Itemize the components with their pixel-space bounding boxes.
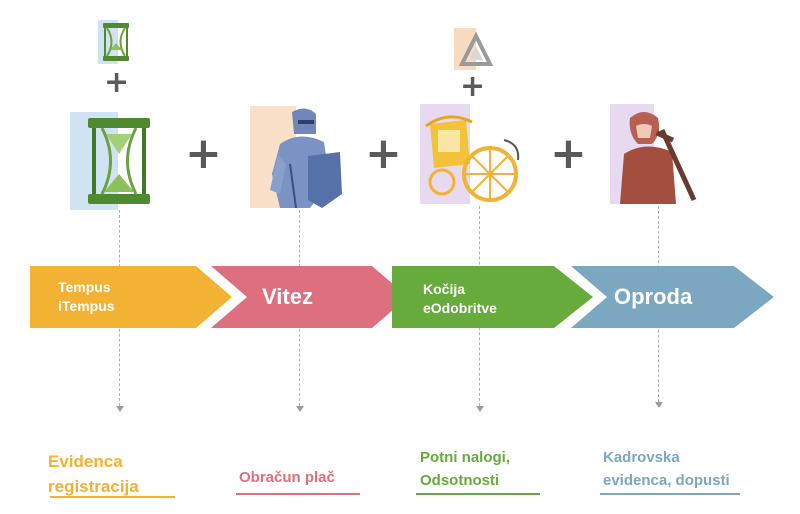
- chevron-oproda-label: Oproda: [614, 284, 693, 309]
- outcome-oproda: Kadrovska evidenca, dopusti: [603, 449, 730, 489]
- chevron-oproda: Oproda: [614, 266, 724, 328]
- connector-arrow-vitez: [296, 406, 304, 412]
- knight-icon: [250, 104, 352, 210]
- chevron-band: [30, 266, 774, 328]
- connector-arrow-oproda: [655, 402, 663, 408]
- chevron-oproda-shape: [571, 266, 774, 328]
- plus-sign-top-2: +: [460, 69, 486, 104]
- chevron-vitez: Vitez: [262, 266, 362, 328]
- connector-arrow-kocija: [476, 406, 484, 412]
- hourglass-small-icon: [98, 20, 134, 64]
- chevron-vitez-shape: [211, 266, 408, 328]
- chevron-kocija-shape: [392, 266, 593, 328]
- carriage-icon: [420, 104, 524, 204]
- chevron-tempus-shape: [30, 266, 232, 328]
- chevron-tempus-label: Tempus iTempus: [58, 279, 115, 314]
- outcome-vitez: Obračun plač: [239, 469, 335, 486]
- outcome-tempus: Evidenca registracija: [48, 452, 139, 496]
- outcome-vitez-underline: [236, 493, 360, 495]
- plus-sign-2: +: [365, 128, 402, 179]
- plus-sign-3: +: [550, 128, 587, 179]
- outcome-kocija-underline: [416, 493, 540, 495]
- chevron-vitez-label: Vitez: [262, 284, 313, 309]
- plus-sign-top-1: +: [104, 65, 130, 100]
- outcome-tempus-underline: [50, 496, 175, 498]
- outcome-oproda-underline: [600, 493, 740, 495]
- connector-arrow-tempus: [116, 406, 124, 412]
- chevron-tempus: Tempus iTempus: [58, 266, 188, 328]
- squire-icon: [610, 104, 702, 204]
- plus-sign-1: +: [185, 128, 222, 179]
- hourglass-large-icon: [70, 112, 166, 210]
- triangle-icon: [454, 28, 498, 70]
- chevron-kocija-label: Kočija eOdobritve: [423, 281, 497, 316]
- chevron-kocija: Kočija eOdobritve: [423, 268, 543, 330]
- outcome-kocija: Potni nalogi, Odsotnosti: [420, 449, 510, 489]
